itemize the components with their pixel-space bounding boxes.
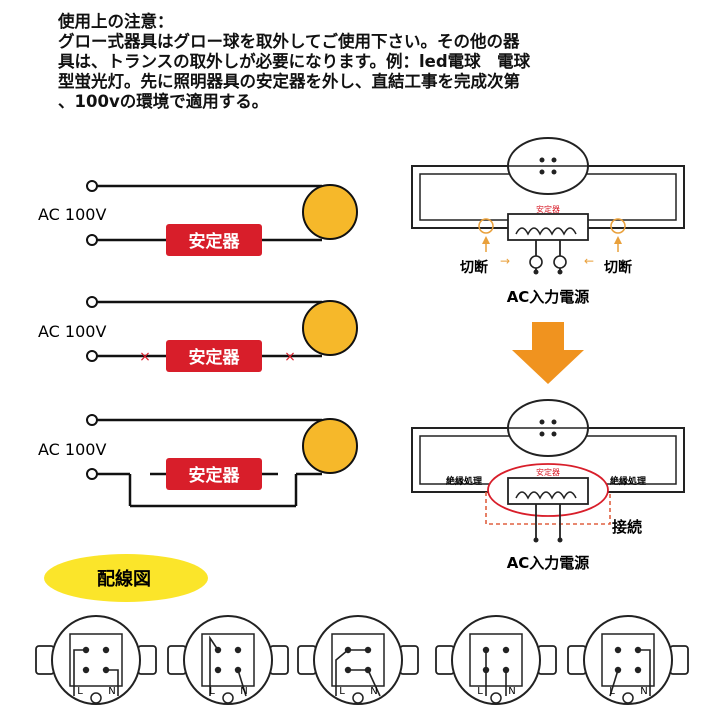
ballast-box xyxy=(166,224,262,256)
terminal-circle xyxy=(86,180,98,192)
fixture-before: 安定器 切断 → ← 切断 AC入力電源 xyxy=(411,137,685,306)
cut-mark-right: × xyxy=(284,349,296,365)
ac-input-label: AC入力電源 xyxy=(507,554,590,572)
lamp-circle xyxy=(302,184,358,240)
notice-line-1: グロー式器具はグロー球を取外してご使用下さい。その他の器 xyxy=(58,32,520,51)
insulation-label-left: 絶縁処理 xyxy=(446,475,482,487)
terminal-n-label: N xyxy=(508,686,515,697)
ac-label: AC 100V xyxy=(38,205,106,224)
wiring-title-badge xyxy=(44,554,208,602)
ac-label: AC 100V xyxy=(38,440,106,459)
left-diagram-direct: AC 100V 安定器 xyxy=(38,414,358,508)
ballast-small-label: 安定器 xyxy=(536,467,560,477)
terminal-n-label: N xyxy=(240,686,247,697)
insulation-label-right: 絶縁処理 xyxy=(610,475,646,487)
ballast-box xyxy=(166,340,262,372)
ballast-label: 安定器 xyxy=(189,465,241,486)
notice-line-3: 型蛍光灯。先に照明器具の安定器を外し、直結工事を完成次第 xyxy=(58,72,520,91)
cut-point-left xyxy=(478,218,494,234)
terminal-l-label: L xyxy=(477,686,483,697)
connect-label: 接続 xyxy=(612,518,642,536)
left-diagram-original: AC 100V 安定器 xyxy=(38,180,358,256)
ballast-small-box xyxy=(507,213,589,241)
terminal-n-label: N xyxy=(108,686,115,697)
ac-input-label: AC入力電源 xyxy=(507,288,590,306)
ac-label: AC 100V xyxy=(38,322,106,341)
wiring-title: 配線図 xyxy=(97,568,151,590)
terminal-l-label: L xyxy=(339,686,345,697)
notice-line-4: 、100vの環境で適用する。 xyxy=(58,92,269,111)
notice-line-2: 具は、トランスの取外しが必要になります。例：led電球 電球 xyxy=(58,52,531,71)
cut-point-right xyxy=(610,218,626,234)
arrow-left-glyph: ← xyxy=(584,254,594,268)
cut-label-right: 切断 xyxy=(604,259,632,276)
down-arrow-icon xyxy=(512,322,584,384)
arrow-right-glyph: → xyxy=(500,254,510,268)
terminal-n-label: N xyxy=(640,686,647,697)
cut-mark-left: × xyxy=(139,349,151,365)
terminal-l-label: L xyxy=(209,686,215,697)
ballast-box xyxy=(166,458,262,490)
notice-text: 使用上の注意： グロー式器具はグロー球を取外してご使用下さい。その他の器 具は、… xyxy=(58,12,708,112)
lamp-circle xyxy=(302,300,358,356)
cut-label-left: 切断 xyxy=(460,259,488,276)
ballast-small-label: 安定器 xyxy=(536,204,560,214)
connection-dashed-line xyxy=(485,492,611,525)
terminal-l-label: L xyxy=(77,686,83,697)
lamp-circle xyxy=(302,418,358,474)
fixture-after: 安定器 絶縁処理 絶縁処理 接続 AC入力電源 xyxy=(411,399,685,572)
ballast-small-box xyxy=(507,477,589,505)
terminal-l-label: L xyxy=(609,686,615,697)
left-diagram-cut: AC 100V 安定器 × × xyxy=(38,296,358,372)
ballast-label: 安定器 xyxy=(189,231,241,252)
terminal-circle xyxy=(86,234,98,246)
terminal-n-label: N xyxy=(370,686,377,697)
notice-heading: 使用上の注意： xyxy=(58,12,174,31)
ballast-label: 安定器 xyxy=(189,347,241,368)
